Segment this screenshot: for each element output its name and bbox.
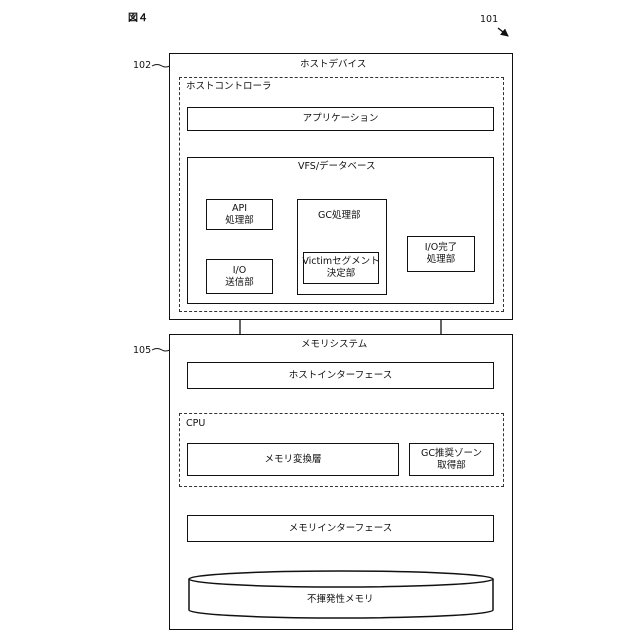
memory-translation-label: メモリ変換層: [264, 454, 321, 466]
host-controller-title: ホストコントローラ: [186, 81, 272, 93]
ref-105: 105: [133, 345, 151, 356]
gc-processing-title: GC処理部: [318, 210, 361, 222]
memory-translation-box: メモリ変換層: [187, 443, 399, 476]
ref-102: 102: [133, 60, 151, 71]
host-interface-label: ホストインターフェース: [289, 370, 392, 382]
memory-interface-box: メモリインターフェース: [187, 515, 494, 542]
application-box: アプリケーション: [187, 107, 494, 131]
vfs-database-title: VFS/データベース: [298, 161, 376, 173]
gc-zone-box: GC推奨ゾーン 取得部: [409, 443, 494, 476]
api-processing-box: API 処理部: [206, 199, 273, 230]
api-label-line1: API: [232, 203, 247, 215]
host-device-title: ホストデバイス: [300, 59, 366, 71]
victim-line2: 決定部: [327, 268, 356, 280]
io-send-box: I/O 送信部: [206, 259, 273, 294]
ref-101: 101: [480, 14, 498, 25]
memory-system-title: メモリシステム: [301, 339, 367, 351]
cpu-title: CPU: [186, 418, 205, 430]
api-label-line2: 処理部: [225, 215, 254, 227]
host-interface-box: ホストインターフェース: [187, 362, 494, 389]
io-send-line2: 送信部: [225, 277, 254, 289]
io-send-line1: I/O: [233, 265, 246, 277]
nonvolatile-memory-label: 不揮発性メモリ: [307, 594, 374, 606]
ref-101-pointer: [498, 28, 508, 36]
io-complete-line1: I/O完了: [425, 242, 457, 254]
ref-105-leader: [152, 349, 170, 352]
application-label: アプリケーション: [303, 113, 379, 125]
victim-line1: Victimセグメント: [302, 256, 379, 268]
ref-102-leader: [152, 65, 170, 68]
io-complete-line2: 処理部: [427, 254, 456, 266]
io-complete-box: I/O完了 処理部: [407, 236, 475, 272]
memory-interface-label: メモリインターフェース: [289, 523, 392, 535]
gc-zone-line1: GC推奨ゾーン: [421, 448, 482, 460]
victim-segment-box: Victimセグメント 決定部: [303, 252, 379, 284]
gc-zone-line2: 取得部: [437, 460, 466, 472]
